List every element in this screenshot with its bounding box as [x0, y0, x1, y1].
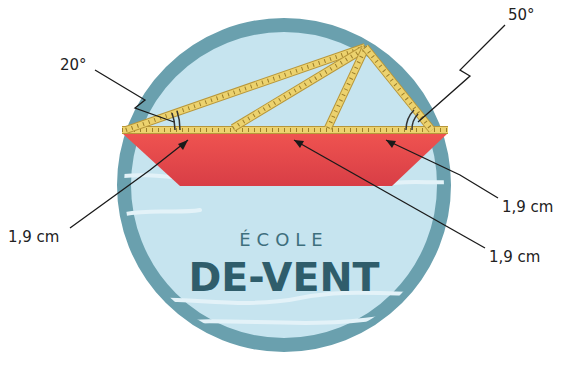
dimension-label: 1,9 cm	[487, 248, 542, 266]
school-name: DE-VENT	[117, 256, 451, 300]
hull	[122, 133, 448, 186]
dimension-label: 1,9 cm	[500, 198, 555, 216]
angle-label: 20°	[58, 56, 89, 74]
leader-arrowheads	[178, 140, 396, 150]
leader-lines	[70, 25, 505, 248]
dimension-label: 1,9 cm	[6, 228, 61, 246]
waves	[110, 171, 470, 325]
school-badge: ÉCOLE DE-VENT	[117, 18, 451, 352]
angle-label: 50°	[506, 6, 537, 24]
school-word: ÉCOLE	[117, 230, 451, 250]
